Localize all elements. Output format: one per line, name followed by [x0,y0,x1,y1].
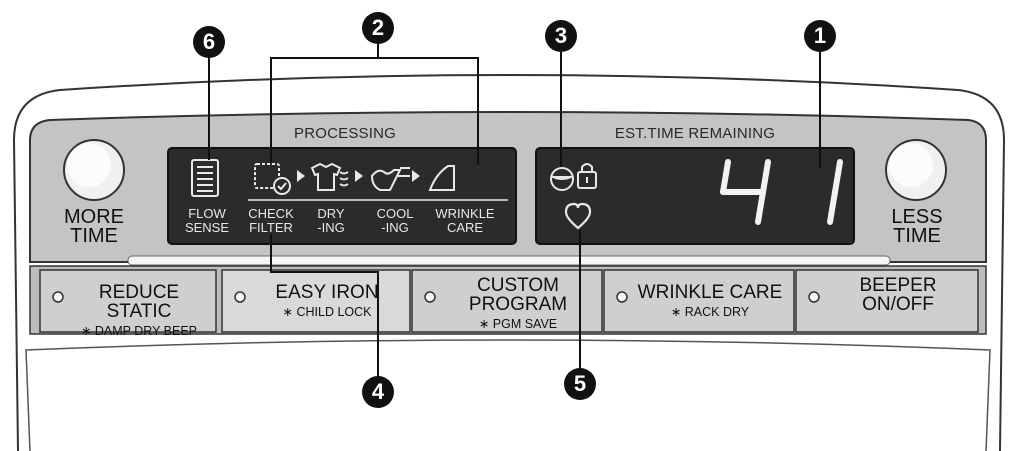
button-led-icon [808,291,820,303]
digit-segment [760,159,771,195]
flow-sense-label: FLOW SENSE [184,206,230,235]
digit-segment [755,189,766,225]
callout-5: 5 [564,368,596,400]
panel-button-5[interactable] [795,269,979,333]
drying-label: DRY -ING [317,206,345,235]
callout-4: 4 [362,376,394,408]
button-main-text: CUSTOM [477,275,559,296]
button-led-icon [616,291,628,303]
digit-segment [832,159,843,195]
callout-leaders [208,44,821,378]
callout-6: 6 [193,26,225,58]
check-filter-label: CHECK FILTER [248,206,294,235]
cooling-label: COOL -ING [376,206,414,235]
button-label-1: REDUCE STATIC ∗ DAMP DRY BEEP [68,283,210,338]
heart-icon [564,202,592,230]
button-sub-text: ∗ PGM SAVE [478,317,558,331]
arrow-icon [412,170,420,182]
button-main-text: WRINKLE CARE [637,282,783,303]
button-sub-text: ∗ RACK DRY [670,305,750,319]
wrinkle-care-label: WRINKLE CARE [435,206,495,235]
time-display [535,147,855,245]
cooling-icon [370,167,410,191]
digit-segment [827,189,838,225]
less-time-label: LESS TIME [891,206,943,247]
button-led-icon [424,291,436,303]
button-main-text: REDUCE STATIC [98,282,180,322]
button-led-icon [52,291,64,303]
arrow-icon [297,170,305,182]
dry-level-icon [550,167,574,191]
callout-1: 1 [804,20,836,52]
panel-button-4[interactable] [603,269,795,333]
child-lock-icon [577,163,597,189]
button-main-text: ON/OFF [862,294,934,315]
time-remaining-header: EST.TIME REMAINING [614,125,776,142]
more-time-label: MORE TIME [64,206,124,247]
check-filter-icon [254,163,291,195]
panel-button-1[interactable] [39,269,217,333]
door-curve [25,339,991,451]
button-sub-text: ∗ DAMP DRY BEEP [80,324,198,338]
wrinkle-care-iron-icon [428,165,455,191]
button-main-text: BEEPER [859,275,937,296]
button-label-2: EASY IRON ∗ CHILD LOCK [250,283,404,319]
flow-sense-icon [191,159,219,197]
button-led-icon [234,291,246,303]
separator-strip [127,255,891,266]
button-main-text: EASY IRON [275,282,379,303]
callout-2: 2 [362,12,394,44]
processing-header: PROCESSING [293,125,397,142]
callout-3: 3 [545,20,577,52]
digit-segment [720,159,731,195]
panel-button-3[interactable] [411,269,603,333]
button-label-4: WRINKLE CARE ∗ RACK DRY [632,283,788,319]
time-remaining-digits [720,159,843,225]
button-main-text: PROGRAM [468,294,568,315]
drying-shirt-icon [310,162,349,191]
button-sub-text: ∗ CHILD LOCK [282,305,372,319]
arrow-icon [355,170,363,182]
